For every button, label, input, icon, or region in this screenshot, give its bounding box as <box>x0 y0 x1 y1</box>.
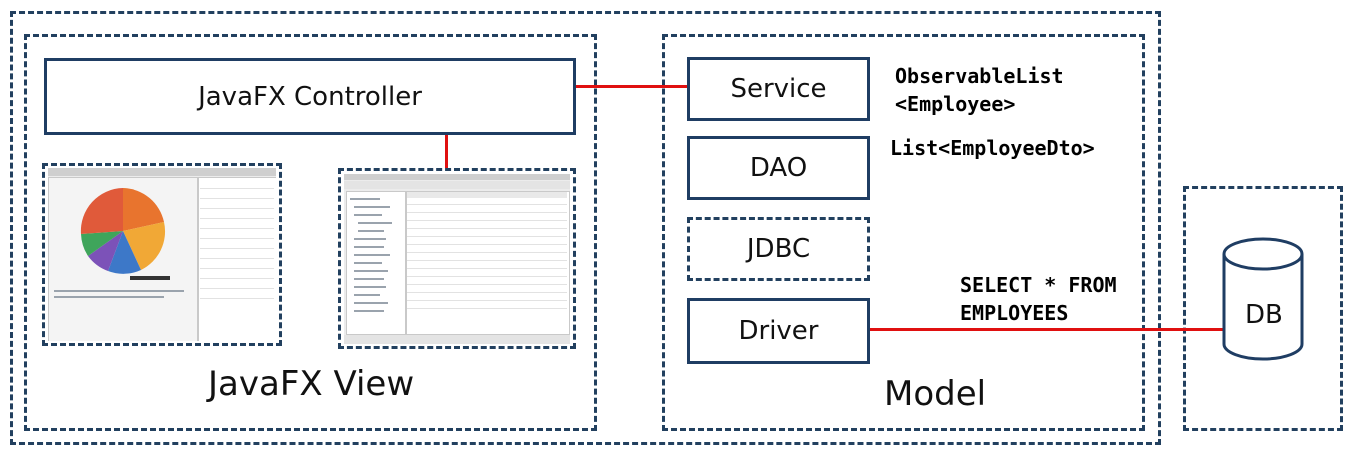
dao-type-annotation: List<EmployeeDto> <box>890 136 1095 160</box>
database-icon <box>1221 236 1305 362</box>
service-type-annotation-line1: ObservableList <box>895 64 1064 88</box>
table-screenshot-frame <box>338 168 576 349</box>
model-region <box>662 34 1145 431</box>
view-region <box>24 34 597 431</box>
application-container <box>10 11 1161 445</box>
service-label: Service <box>730 74 827 104</box>
db-region <box>1183 186 1343 431</box>
service-type-annotation-line2: <Employee> <box>895 92 1016 116</box>
table-screenshot <box>344 174 570 344</box>
db-label: DB <box>1245 300 1283 330</box>
model-region-label: Model <box>884 374 987 414</box>
service-box: Service <box>687 57 870 121</box>
driver-label: Driver <box>738 316 819 346</box>
jdbc-label: JDBC <box>746 234 811 264</box>
pie-chart-screenshot <box>48 168 276 341</box>
driver-db-connector <box>869 328 1224 331</box>
controller-label: JavaFX Controller <box>198 81 422 112</box>
javafx-controller-box: JavaFX Controller <box>44 58 576 135</box>
dao-label: DAO <box>749 153 808 183</box>
jdbc-box: JDBC <box>687 217 870 281</box>
dao-box: DAO <box>687 136 870 200</box>
controller-service-connector <box>576 85 688 88</box>
pie-chart-screenshot-frame <box>42 163 282 346</box>
sql-annotation-line2: EMPLOYEES <box>960 301 1069 325</box>
pie-chart-icon <box>80 188 166 274</box>
controller-view-connector <box>445 133 448 169</box>
view-region-label: JavaFX View <box>208 364 415 404</box>
driver-box: Driver <box>687 298 870 364</box>
sql-annotation-line1: SELECT * FROM <box>960 273 1117 297</box>
